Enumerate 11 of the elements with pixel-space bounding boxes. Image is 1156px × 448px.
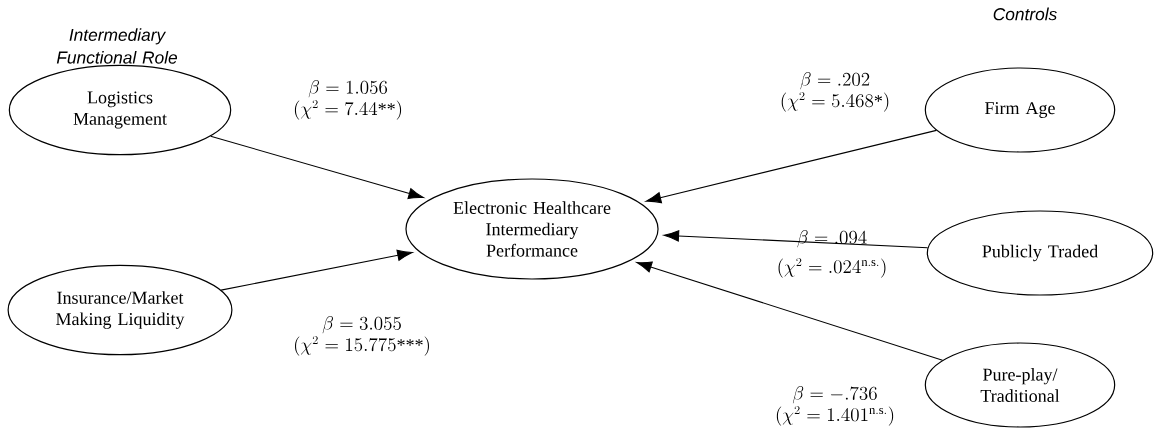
arrow bbox=[663, 230, 929, 249]
edge-label: $\begin{array}{c}\beta = 3.055\\(\chi^{2} = 15.775\hbox{***})\end{array}$ bbox=[295, 316, 429, 356]
edge-label: $\begin{array}{c}\beta = .202\\(\chi^{2} = 5.468\hbox{*})\end{array}$ bbox=[781, 72, 889, 112]
arrow bbox=[210, 135, 424, 200]
edge-label: $\begin{array}{c}\beta = 1.056\\(\chi^{2} = 7.44\hbox{**})\end{array}$ bbox=[294, 80, 402, 120]
edge-label: $\begin{array}{c}\beta = .094\\[6pt](\chi^{2} = .024^{\mathrm{n.s.}})\end{array}$ bbox=[778, 230, 886, 278]
arrow bbox=[645, 129, 937, 204]
arrow bbox=[220, 249, 413, 291]
edge-label: $\begin{array}{c}\beta = -.736\\(\chi^{2} = 1.401^{\mathrm{n.s.}})\end{array}$ bbox=[776, 386, 894, 426]
arrow bbox=[636, 261, 944, 361]
group-heading: Controls bbox=[993, 7, 1057, 21]
